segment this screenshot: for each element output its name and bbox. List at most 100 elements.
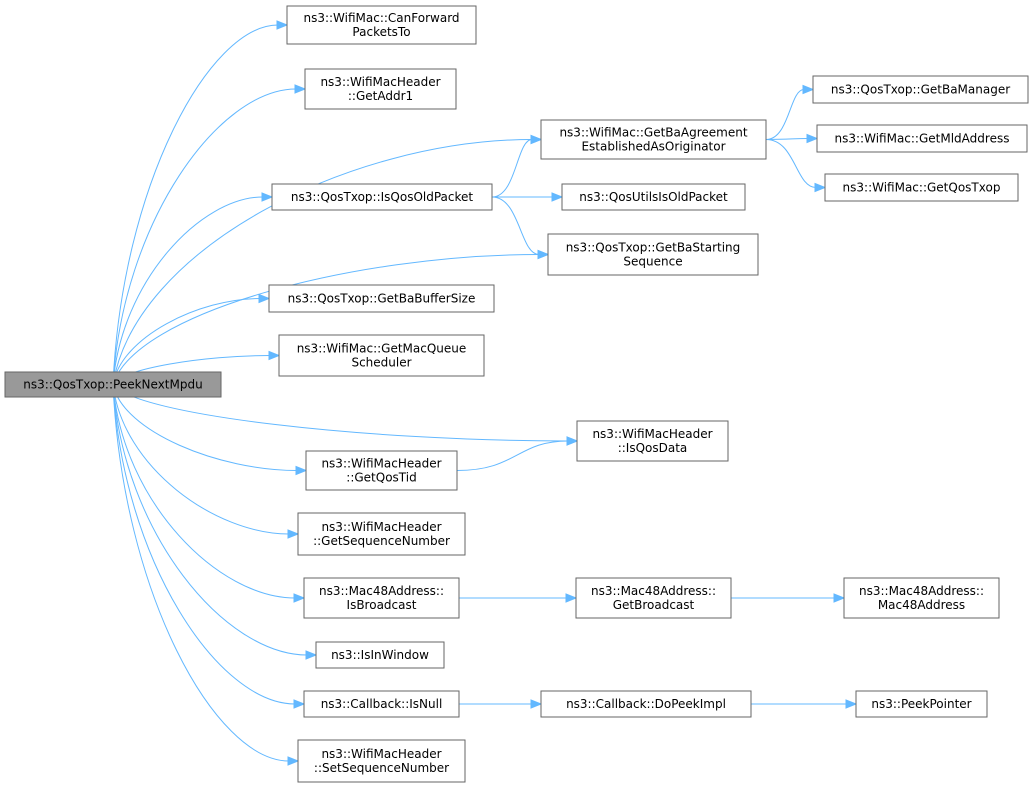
arrow-head-icon [845,699,858,709]
node-box [303,577,460,619]
edge-peek_next_mpdu-to-get_ba_buffer_size [112,298,261,385]
node-box [268,284,495,313]
node-is-in-window[interactable]: ns3::IsInWindow [315,641,445,669]
node-label-line: ns3::Callback::IsNull [321,697,443,711]
node-label-line: ::GetSequenceNumber [313,534,450,548]
edge-peek_next_mpdu-to-get_sequence_number [112,384,290,535]
arrow-head-icon [551,192,564,202]
node-label-line: ns3::WifiMacHeader [320,75,440,89]
arrow-head-icon [566,436,579,446]
node-box [278,334,485,377]
arrow-head-icon [293,699,306,709]
edge-peek_next_mpdu-to-is_broadcast [112,384,296,599]
node-get-ba-buffer-size[interactable]: ns3::QosTxop::GetBaBufferSize [268,284,495,313]
node-label-line: ns3::WifiMac::GetBaAgreement [559,126,747,140]
node-label-line: ns3::WifiMac::GetMacQueue [297,342,467,356]
node-is-qos-old-packet[interactable]: ns3::QosTxop::IsQosOldPacket [271,183,493,211]
node-box [305,450,458,491]
node-qos-utils-is-old-packet[interactable]: ns3::QosUtilsIsOldPacket [561,183,746,211]
arrow-head-icon [833,593,846,603]
node-label-line: Scheduler [351,356,411,370]
node-label-line: ns3::WifiMac::CanForward [303,11,459,25]
node-box [855,690,988,718]
arrow-head-icon [530,134,543,145]
node-get-sequence-number[interactable]: ns3::WifiMacHeader::GetSequenceNumber [297,512,466,556]
node-box [576,420,729,462]
arrow-head-icon [268,350,281,361]
node-box [561,183,746,211]
node-box [297,512,466,556]
node-box [824,173,1019,202]
node-get-addr1[interactable]: ns3::WifiMacHeader::GetAddr1 [304,68,457,110]
node-box [812,75,1029,104]
node-label-line: ns3::WifiMacHeader [321,457,441,471]
node-box [575,577,732,619]
node-label-line: ns3::Callback::DoPeekImpl [566,697,726,711]
edge-get_ba_agreement-to-get_qos_txop [765,139,817,188]
node-box [540,119,767,160]
node-label-line: ns3::WifiMacHeader [321,520,441,534]
edge-is_qos_old_packet-to-get_ba_starting_seq [491,196,540,255]
node-box [843,577,1000,619]
node-box [547,233,759,276]
arrow-head-icon [565,593,578,603]
node-set-sequence-number[interactable]: ns3::WifiMacHeader::SetSequenceNumber [297,739,466,783]
node-box [271,183,493,211]
node-get-ba-manager[interactable]: ns3::QosTxop::GetBaManager [812,75,1029,104]
edge-peek_next_mpdu-to-callback_is_null [112,384,296,705]
node-mac48-ctor[interactable]: ns3::Mac48Address::Mac48Address [843,577,1000,619]
node-label-line: ns3::WifiMac::GetQosTxop [843,181,1001,195]
node-label-line: EstablishedAsOriginator [581,140,725,154]
node-is-broadcast[interactable]: ns3::Mac48Address::IsBroadcast [303,577,460,619]
edge-peek_next_mpdu-to-is_in_window [112,384,308,656]
node-label-line: ns3::QosTxop::IsQosOldPacket [291,190,474,204]
node-label-line: Sequence [623,255,682,269]
edge-peek_next_mpdu-to-get_addr1 [112,88,297,385]
node-box [816,124,1028,153]
node-label-line: ns3::Mac48Address:: [319,584,444,598]
node-get-ba-agreement[interactable]: ns3::WifiMac::GetBaAgreementEstablishedA… [540,119,767,160]
node-label-line: ns3::QosTxop::GetBaStarting [566,241,741,255]
node-is-qos-data[interactable]: ns3::WifiMacHeader::IsQosData [576,420,729,462]
edge-peek_next_mpdu-to-set_sequence_number [112,384,290,762]
node-peek-pointer[interactable]: ns3::PeekPointer [855,690,988,718]
node-label-line: ::SetSequenceNumber [314,761,449,775]
edge-get_qos_tid-to-is_qos_data [456,440,569,471]
node-label-line: PacketsTo [352,25,410,39]
node-label-line: Mac48Address [878,598,965,612]
arrow-head-icon [537,249,550,260]
node-label-line: ::GetAddr1 [348,89,413,103]
node-label-line: GetBroadcast [613,598,695,612]
node-get-qos-txop[interactable]: ns3::WifiMac::GetQosTxop [824,173,1019,202]
node-callback-do-peek-impl[interactable]: ns3::Callback::DoPeekImpl [540,690,752,718]
arrow-head-icon [287,529,300,539]
nodes-layer: ns3::QosTxop::PeekNextMpdu ns3::WifiMac::… [4,5,1029,783]
node-label-line: ns3::IsInWindow [331,648,429,662]
arrow-head-icon [806,133,819,144]
node-label-line: ns3::PeekPointer [871,697,971,711]
arrow-head-icon [276,20,289,30]
arrow-head-icon [293,593,306,603]
edge-peek_next_mpdu-to-get_ba_starting_seq [112,254,540,385]
node-get-qos-tid[interactable]: ns3::WifiMacHeader::GetQosTid [305,450,458,491]
edge-peek_next_mpdu-to-get_qos_tid [112,384,298,471]
node-box [303,690,460,718]
node-get-broadcast[interactable]: ns3::Mac48Address::GetBroadcast [575,577,732,619]
node-callback-is-null[interactable]: ns3::Callback::IsNull [303,690,460,718]
node-label-line: ns3::QosUtilsIsOldPacket [579,190,728,204]
node-label-line: ns3::WifiMacHeader [321,747,441,761]
arrow-head-icon [295,465,308,476]
node-label-line: ns3::QosTxop::GetBaBufferSize [288,292,476,306]
arrow-head-icon [814,182,827,193]
node-peek-next-mpdu[interactable]: ns3::QosTxop::PeekNextMpdu [4,371,222,398]
node-label-line: ns3::WifiMacHeader [592,427,712,441]
node-get-mld-address[interactable]: ns3::WifiMac::GetMldAddress [816,124,1028,153]
arrow-head-icon [258,293,271,304]
arrow-head-icon [802,84,815,95]
edge-is_qos_old_packet-to-get_ba_agreement [491,139,533,198]
arrow-head-icon [294,84,307,94]
